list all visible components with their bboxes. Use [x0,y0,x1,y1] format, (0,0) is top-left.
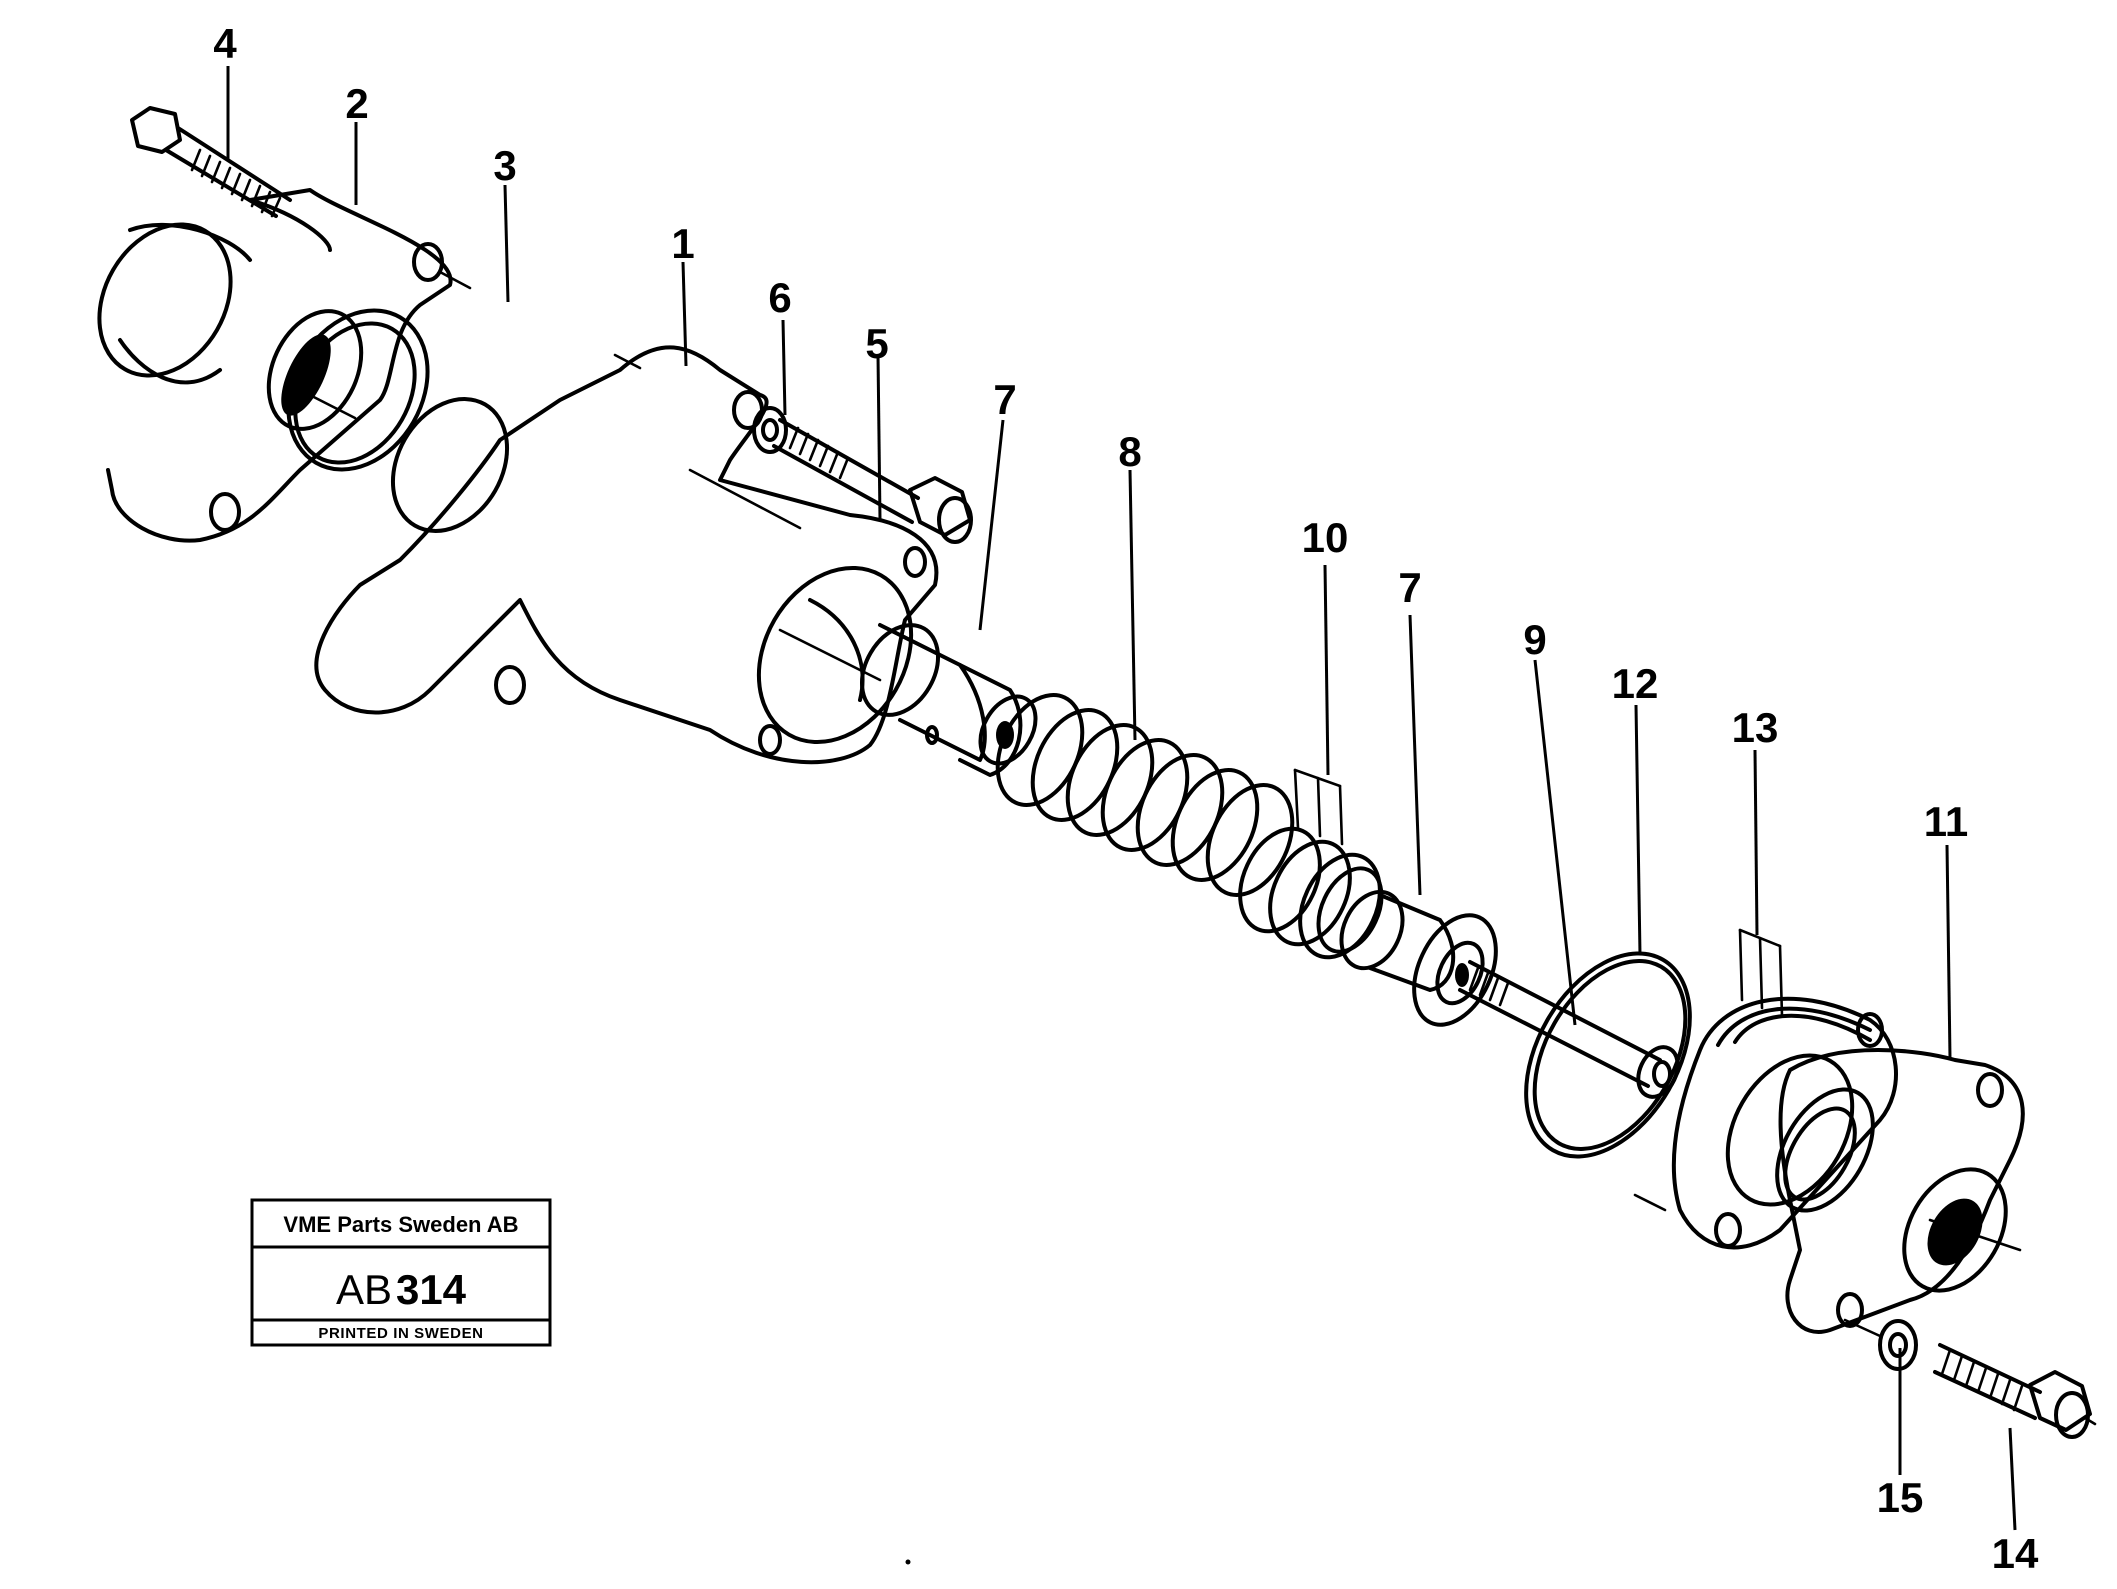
part-9-rod [1458,960,1680,1099]
callout-8: 8 [1118,428,1141,475]
callout-12: 12 [1612,660,1659,707]
title-block-footer: PRINTED IN SWEDEN [318,1325,483,1342]
callout-11: 11 [1924,798,1968,845]
callout-15: 15 [1877,1474,1924,1521]
part-11-end-cover [1775,1048,2025,1334]
title-block-code-prefix: AB [336,1266,392,1313]
part-7-spring-seat [860,623,1038,777]
callout-4: 4 [213,20,237,67]
callout-9: 9 [1523,616,1546,663]
callout-14: 14 [1992,1530,2039,1577]
callout-3: 3 [493,142,516,189]
part-3-seal-rings [286,308,510,533]
callout-5: 5 [865,320,888,367]
part-13-gasket [1633,928,1898,1250]
leader-lines [226,66,2017,1531]
part-12-o-ring [1524,951,1692,1159]
callout-10: 10 [1302,514,1349,561]
part-4-bolt [130,106,292,218]
part-7-piston [1339,889,1498,1027]
title-block-code: AB314 [336,1266,467,1313]
part-2-flange-cover [97,188,472,543]
callout-7-second: 7 [1398,564,1421,611]
part-14-bolt [1933,1343,2097,1439]
callout-13: 13 [1732,704,1779,751]
callout-2: 2 [345,80,368,127]
title-block: VME Parts Sweden AB AB314 PRINTED IN SWE… [250,1198,552,1347]
part-1-valve-housing [314,345,939,765]
title-block-company: VME Parts Sweden AB [283,1212,518,1237]
part-5-bolt [772,418,973,544]
part-6-washer [752,406,788,454]
stray-dot [905,1559,911,1565]
callout-7-first: 7 [993,376,1016,423]
part-15-washer [1843,1318,1918,1371]
part-10-inner-spring [1238,768,1384,960]
callout-6: 6 [768,274,791,321]
callout-labels: 4 2 3 1 6 5 7 8 10 7 9 12 13 11 15 14 [213,20,2039,1577]
callout-1: 1 [671,220,694,267]
part-8-spring [995,693,1295,897]
title-block-code-number: 314 [396,1266,467,1313]
